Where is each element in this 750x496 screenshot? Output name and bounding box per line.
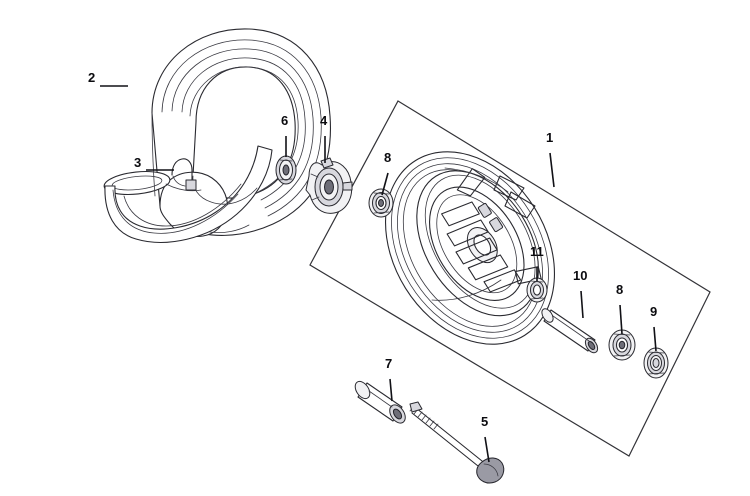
callout-label-2[interactable]: 2 — [88, 70, 96, 85]
part-bearing-oil-seal[interactable] — [526, 277, 548, 303]
leader-10 — [580, 290, 584, 319]
part-wheel-bearing-left[interactable] — [368, 188, 394, 218]
leader-9 — [653, 326, 657, 352]
part-wheel-bearing-right[interactable] — [608, 329, 636, 361]
part-speedometer-gear-retainer[interactable] — [275, 155, 297, 185]
part-tire[interactable] — [103, 28, 332, 243]
leader-8-left — [381, 172, 389, 196]
leader-7 — [389, 378, 393, 402]
callout-label-9[interactable]: 9 — [650, 304, 658, 319]
leader-1 — [549, 152, 555, 188]
callout-label-7[interactable]: 7 — [385, 356, 393, 371]
part-front-axle-bolt[interactable] — [409, 401, 505, 484]
part-front-wheel-rim[interactable] — [351, 120, 589, 375]
part-wheel-center-spacer[interactable] — [540, 307, 601, 355]
part-dust-seal-washer[interactable] — [643, 347, 669, 379]
callout-label-10[interactable]: 10 — [573, 268, 588, 283]
callout-label-3[interactable]: 3 — [134, 155, 142, 170]
callout-label-6[interactable]: 6 — [281, 113, 289, 128]
callout-label-11[interactable]: 11 — [530, 244, 544, 259]
part-speedometer-gear-unit[interactable] — [305, 157, 353, 214]
callout-label-8-right[interactable]: 8 — [616, 282, 624, 297]
callout-label-1[interactable]: 1 — [546, 130, 554, 145]
leader-5 — [484, 436, 490, 463]
callout-label-8-left[interactable]: 8 — [384, 150, 392, 165]
callout-leader-lines — [100, 85, 657, 463]
part-inner-tube-valve[interactable] — [165, 158, 202, 192]
callout-label-4[interactable]: 4 — [320, 113, 328, 128]
callout-label-5[interactable]: 5 — [481, 414, 489, 429]
part-axle-collar-spacer[interactable] — [352, 379, 408, 426]
leader-8-right — [619, 304, 623, 335]
